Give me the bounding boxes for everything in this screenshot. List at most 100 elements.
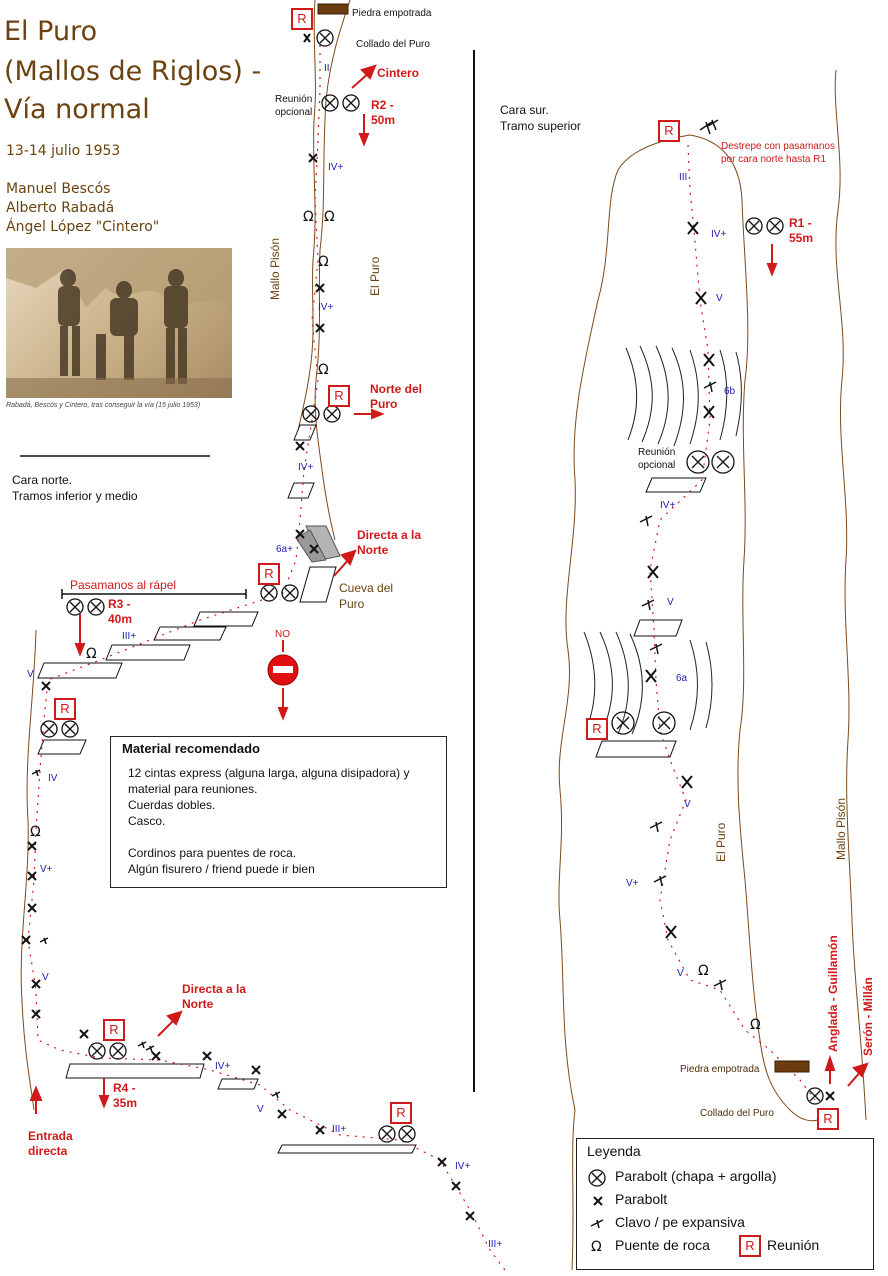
legend-parabolt: Parabolt bbox=[615, 1191, 668, 1207]
grade-label: IV+ bbox=[455, 1161, 471, 1172]
svg-text:Ω: Ω bbox=[591, 1239, 602, 1255]
ledge bbox=[595, 740, 677, 758]
label-cueva-2: Puro bbox=[339, 597, 365, 611]
grade-label: IV+ bbox=[318, 302, 334, 313]
puente-roca-icon: Ω bbox=[591, 1239, 602, 1255]
climber-2: Alberto Rabadá bbox=[6, 200, 115, 216]
label-r3-1: R3 - bbox=[108, 597, 131, 611]
legend-reunion: Reunión bbox=[767, 1237, 820, 1253]
label-reunion-opcional-south-2: opcional bbox=[638, 460, 676, 471]
grade-label: IV+ bbox=[660, 500, 676, 511]
svg-text:Ω: Ω bbox=[303, 209, 314, 225]
grade-label: V bbox=[716, 293, 723, 304]
south-puro-outline bbox=[558, 134, 819, 1122]
grade-label: IV bbox=[48, 773, 58, 784]
label-el-puro-north: El Puro bbox=[368, 256, 382, 296]
label-r3-2: 40m bbox=[108, 612, 133, 626]
grade-label: 6a bbox=[676, 673, 688, 684]
label-destrepe-2: por cara norte hasta R1 bbox=[721, 154, 827, 165]
ledge bbox=[37, 739, 87, 755]
reunion-marker: R bbox=[390, 1102, 412, 1124]
grade-label: V bbox=[42, 972, 49, 983]
south-mallo-pison-outline bbox=[834, 69, 867, 1121]
grade-label: V bbox=[677, 968, 684, 979]
legend-title: Leyenda bbox=[587, 1143, 641, 1159]
reunion-marker: R bbox=[658, 120, 680, 142]
parabolt-ring-icon bbox=[588, 1169, 606, 1187]
north-face-caption-1: Cara norte. bbox=[12, 473, 73, 487]
reunion-marker: R bbox=[291, 8, 313, 30]
material-line: Algún fisurero / friend puede ir bien bbox=[128, 862, 315, 876]
historic-photo bbox=[6, 248, 232, 398]
label-r2-2: 50m bbox=[371, 113, 396, 127]
ledge bbox=[37, 662, 123, 679]
label-el-puro-south: El Puro bbox=[714, 822, 728, 862]
south-face-caption-1: Cara sur. bbox=[500, 103, 549, 117]
grade-label: V bbox=[667, 597, 674, 608]
label-norte-del-puro-2: Puro bbox=[370, 397, 398, 411]
legend-parabolt-full: Parabolt (chapa + argolla) bbox=[615, 1168, 777, 1184]
label-r4-1: R4 - bbox=[113, 1081, 136, 1095]
ledge bbox=[153, 626, 227, 641]
reunion-marker: R bbox=[586, 718, 608, 740]
climber-1: Manuel Bescós bbox=[6, 181, 111, 197]
material-line: 12 cintas express (alguna larga, alguna … bbox=[128, 766, 410, 780]
label-r2-1: R2 - bbox=[371, 98, 394, 112]
material-line: material para reuniones. bbox=[128, 782, 258, 796]
label-reunion-opcional-north-1: Reunión bbox=[275, 94, 313, 105]
label-piedra-empotrada-south: Piedra empotrada bbox=[680, 1064, 760, 1075]
label-r1-1: R1 - bbox=[789, 216, 812, 230]
label-mallo-pison-north: Mallo Pisón bbox=[268, 237, 282, 300]
reunion-marker: R bbox=[258, 563, 280, 585]
label-seron-millan: Serón - Millán bbox=[861, 977, 875, 1056]
south-face-caption-2: Tramo superior bbox=[500, 119, 581, 133]
material-box: Material recomendado 12 cintas express (… bbox=[110, 736, 447, 888]
label-directa-norte-lower-1: Directa a la bbox=[182, 982, 247, 996]
label-collado-south: Collado del Puro bbox=[700, 1108, 774, 1119]
svg-text:Ω: Ω bbox=[318, 254, 329, 270]
label-norte-del-puro-1: Norte del bbox=[370, 382, 423, 396]
reunion-icon: R bbox=[739, 1235, 761, 1257]
label-directa-norte-upper-2: Norte bbox=[357, 543, 389, 557]
ledge bbox=[293, 424, 317, 441]
clavo-icon bbox=[590, 1219, 604, 1229]
svg-text:Ω: Ω bbox=[30, 824, 41, 840]
label-collado-north: Collado del Puro bbox=[356, 39, 430, 50]
ledge bbox=[65, 1063, 205, 1079]
piedra-empotrada-block-north bbox=[317, 3, 349, 15]
legend-puente: Puente de roca bbox=[615, 1237, 710, 1253]
svg-text:Ω: Ω bbox=[324, 209, 335, 225]
grade-label: III bbox=[679, 172, 688, 183]
parabolt-x-icon bbox=[593, 1196, 603, 1206]
material-line: Cuerdas dobles. bbox=[128, 798, 216, 812]
ledge bbox=[645, 477, 707, 493]
route-north-traverse bbox=[27, 599, 506, 1271]
grade-label: V bbox=[257, 1104, 264, 1115]
grade-label: V bbox=[684, 799, 691, 810]
svg-text:Ω: Ω bbox=[750, 1017, 761, 1033]
title-line-1: El Puro bbox=[4, 16, 98, 47]
label-cueva-1: Cueva del bbox=[339, 581, 394, 595]
ledge bbox=[217, 1078, 259, 1090]
legend-clavo: Clavo / pe expansiva bbox=[615, 1214, 745, 1230]
reunion-marker: R bbox=[54, 698, 76, 720]
label-no: NO bbox=[275, 629, 290, 640]
svg-text:Ω: Ω bbox=[698, 963, 709, 979]
material-line: Casco. bbox=[128, 814, 166, 828]
label-mallo-pison-south: Mallo Pisón bbox=[834, 797, 848, 860]
label-pasamanos: Pasamanos al rápel bbox=[70, 578, 177, 592]
title-line-3: Vía normal bbox=[4, 94, 150, 125]
label-directa-norte-lower-2: Norte bbox=[182, 997, 214, 1011]
grade-label: III+ bbox=[122, 631, 137, 642]
title-line-2: (Mallos de Riglos) - bbox=[4, 56, 262, 87]
label-piedra-empotrada-north: Piedra empotrada bbox=[352, 8, 432, 19]
reunion-marker: R bbox=[817, 1108, 839, 1130]
label-reunion-opcional-south-1: Reunión bbox=[638, 447, 676, 458]
ledge bbox=[105, 644, 191, 661]
piedra-empotrada-block-south bbox=[774, 1060, 810, 1073]
svg-text:Ω: Ω bbox=[318, 362, 329, 378]
label-r4-2: 35m bbox=[113, 1096, 138, 1110]
parabolt-ring bbox=[316, 29, 334, 47]
grade-label: IV+ bbox=[215, 1061, 231, 1072]
